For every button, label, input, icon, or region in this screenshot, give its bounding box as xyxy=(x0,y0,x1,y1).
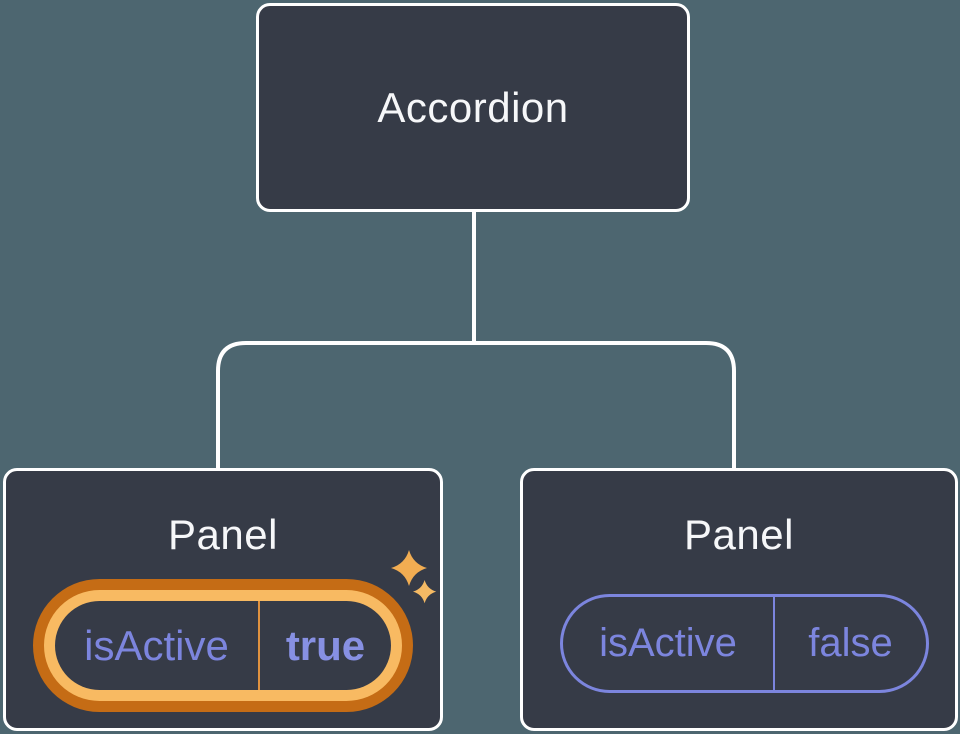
pill-divider xyxy=(773,597,775,690)
state-highlight-ring-inner: isActive true xyxy=(44,590,402,701)
state-pill-active: isActive true xyxy=(55,601,391,690)
state-prop-value: true xyxy=(285,621,366,669)
node-panel-active-label: Panel xyxy=(168,511,278,558)
node-panel-inactive-label: Panel xyxy=(684,511,794,558)
state-prop-value: false xyxy=(808,621,893,665)
state-highlight-ring: isActive true xyxy=(33,579,413,712)
sparkle-icon-small xyxy=(413,580,437,604)
node-panel-inactive: Panel isActive false xyxy=(520,468,958,731)
pill-divider xyxy=(258,601,260,690)
connector-branch xyxy=(216,341,736,470)
state-prop-name: isActive xyxy=(84,621,229,669)
sparkle-icon xyxy=(391,550,437,604)
node-accordion: Accordion xyxy=(256,3,690,212)
node-accordion-label: Accordion xyxy=(377,83,569,131)
sparkle-icon-large xyxy=(391,550,427,586)
state-prop-name: isActive xyxy=(599,621,737,665)
node-panel-active: Panel isActive true xyxy=(3,468,443,731)
state-pill-inactive: isActive false xyxy=(560,594,929,693)
